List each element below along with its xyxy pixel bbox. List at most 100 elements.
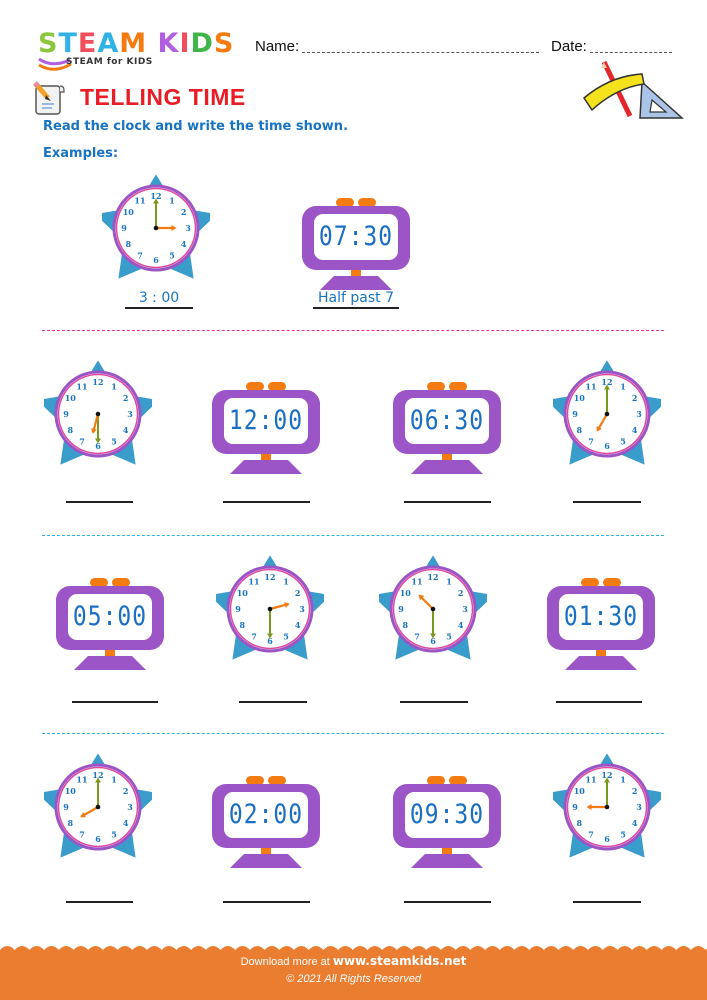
answer-field-9[interactable] [66,901,133,903]
example-digital-clock: 07:30 [302,194,412,292]
examples-label: Examples: [43,146,119,161]
logo-letter: S [213,28,235,59]
svg-text:7: 7 [414,632,420,642]
svg-text:7: 7 [588,437,594,447]
alarm-button-right [112,578,130,587]
date-field[interactable] [590,52,672,53]
digital-clock-body: 06:30 [393,390,501,454]
example-answer-2: Half past 7 [313,290,399,309]
svg-text:9: 9 [398,604,404,614]
svg-text:3: 3 [127,409,133,419]
svg-text:12: 12 [92,770,103,780]
svg-text:11: 11 [585,774,596,784]
svg-text:12: 12 [264,572,275,582]
answer-field-2[interactable] [223,501,310,503]
exercise-5-digital-clock: 05:00 [56,574,166,672]
svg-text:1: 1 [620,381,626,391]
svg-text:10: 10 [123,207,135,217]
svg-text:12: 12 [601,770,612,780]
exercise-11-digital-clock: 09:30 [393,772,503,870]
svg-text:5: 5 [620,830,626,840]
clock-stand-neck [261,848,271,854]
answer-field-11[interactable] [404,901,491,903]
clock-stand-neck [351,270,361,276]
alarm-button-right [268,382,286,391]
answer-field-12[interactable] [573,901,641,903]
svg-text:3: 3 [127,802,133,812]
svg-text:2: 2 [458,588,464,598]
answer-field-5[interactable] [72,701,158,703]
clock-stand-base-icon [411,460,483,474]
name-field[interactable] [302,52,539,53]
answer-field-4[interactable] [573,501,641,503]
steam-kids-logo: STEAM KIDS STEAM for KIDS [38,30,238,72]
svg-text:8: 8 [577,818,583,828]
alarm-button-left [246,776,264,785]
svg-text:10: 10 [237,588,249,598]
svg-text:9: 9 [572,409,578,419]
svg-text:6: 6 [153,255,159,265]
svg-text:9: 9 [63,802,69,812]
answer-field-10[interactable] [223,901,310,903]
svg-text:4: 4 [123,818,129,828]
date-label: Date: [551,38,587,55]
svg-text:2: 2 [123,786,129,796]
svg-text:7: 7 [588,830,594,840]
clock-stand-base-icon [230,854,302,868]
svg-text:4: 4 [295,620,301,630]
svg-text:4: 4 [632,818,638,828]
digital-clock-body: 07:30 [302,206,410,270]
clock-stand-base-icon [565,656,637,670]
svg-text:8: 8 [68,425,74,435]
svg-text:7: 7 [251,632,257,642]
instruction-text: Read the clock and write the time shown. [43,119,349,134]
logo-letter [147,28,157,59]
svg-text:1: 1 [446,576,452,586]
svg-text:11: 11 [134,195,145,205]
row-divider [42,535,664,536]
answer-field-1[interactable] [66,501,133,503]
answer-field-8[interactable] [556,701,642,703]
clock-stand-neck [261,454,271,460]
svg-text:5: 5 [283,632,289,642]
svg-text:11: 11 [76,774,87,784]
svg-text:5: 5 [169,251,175,261]
digital-time-display: 06:30 [409,406,485,436]
svg-text:8: 8 [577,425,583,435]
digital-time-display: 02:00 [228,800,304,830]
svg-text:1: 1 [111,774,117,784]
svg-text:1: 1 [111,381,117,391]
website-link[interactable]: www.steamkids.net [332,954,467,968]
exercise-8-digital-clock: 01:30 [547,574,657,672]
clock-stand-neck [596,650,606,656]
answer-field-6[interactable] [239,701,307,703]
svg-text:9: 9 [572,802,578,812]
digital-clock-body: 12:00 [212,390,320,454]
svg-text:10: 10 [400,588,412,598]
svg-text:11: 11 [76,381,87,391]
answer-field-3[interactable] [404,501,491,503]
svg-text:5: 5 [446,632,452,642]
alarm-button-left [581,578,599,587]
answer-field-7[interactable] [400,701,468,703]
logo-letter: T [58,28,78,59]
clock-stand-base-icon [74,656,146,670]
digital-clock-screen: 06:30 [405,398,489,444]
section-divider [42,330,664,331]
svg-text:10: 10 [65,393,77,403]
worksheet-pencil-icon [33,81,65,115]
svg-text:8: 8 [126,239,132,249]
svg-text:6: 6 [95,834,101,844]
exercise-3-digital-clock: 06:30 [393,378,503,476]
svg-text:12: 12 [92,377,103,387]
logo-letter: I [179,28,191,59]
svg-text:3: 3 [299,604,305,614]
